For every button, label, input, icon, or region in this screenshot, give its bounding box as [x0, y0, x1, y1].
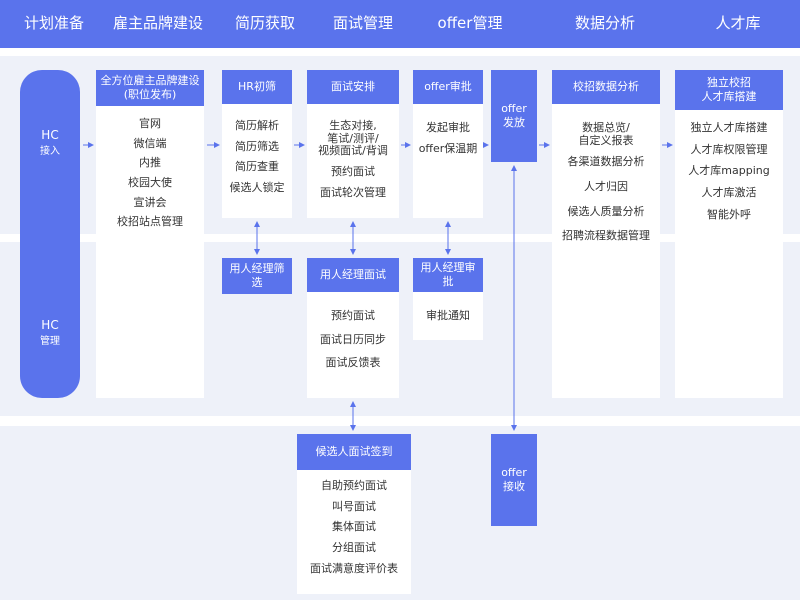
list-item: 叫号面试	[332, 499, 376, 513]
list-item: 面试满意度评价表	[310, 561, 398, 575]
phase-talent-pool: 人才库	[715, 14, 761, 32]
list-item: 预约面试	[331, 164, 375, 178]
checkin-header: 候选人面试签到	[297, 434, 411, 470]
list-item: 人才库mapping	[688, 164, 770, 178]
talent-items: 独立人才库搭建 人才库权限管理 人才库mapping 人才库激活 智能外呼	[675, 121, 783, 221]
offer-manager-items: 审批通知	[413, 309, 483, 323]
offer-manager-header: 用人经理审批	[413, 258, 483, 292]
interview-manager-header: 用人经理面试	[307, 258, 399, 292]
list-item: 独立人才库搭建	[690, 121, 768, 134]
hr-header: HR初筛	[222, 70, 292, 104]
talent-header: 独立校招 人才库搭建	[675, 70, 783, 110]
phase-header-bar	[0, 0, 800, 48]
phase-brand: 雇主品牌建设	[112, 14, 203, 32]
list-item: 候选人质量分析	[567, 204, 645, 218]
interview-items: 生态对接, 笔试/测评/ 视频面试/背调 预约面试 面试轮次管理	[307, 119, 399, 199]
list-item: 宣讲会	[133, 195, 167, 209]
list-item: 内推	[139, 156, 161, 170]
offer-send-block: offer 发放	[491, 70, 537, 162]
phase-offer: offer管理	[437, 14, 503, 32]
brand-items: 官网 微信端 内推 校园大使 宣讲会 校招站点管理	[96, 117, 204, 229]
list-item: 发起审批	[426, 121, 470, 134]
list-item: 面试反馈表	[325, 356, 381, 370]
interview-header: 面试安排	[307, 70, 399, 104]
brand-header: 全方位雇主品牌建设 (职位发布)	[96, 70, 204, 106]
list-item: 人才库激活	[701, 185, 757, 199]
offer-send-line1: offer	[501, 101, 527, 115]
list-item: 智能外呼	[707, 207, 751, 221]
list-item: offer保温期	[418, 141, 478, 155]
offer-receive-line2: 接收	[503, 480, 525, 493]
list-item: 审批通知	[426, 309, 470, 322]
list-item: 微信端	[133, 136, 167, 150]
hc-pill: HC 接入 HC 管理	[20, 70, 80, 398]
list-item: 面试轮次管理	[320, 185, 386, 199]
list-item: 官网	[139, 117, 161, 130]
offer-receive-block: offer 接收	[491, 434, 537, 526]
hc-manage-label: HC	[41, 318, 59, 332]
list-item: 简历筛选	[235, 139, 279, 153]
offer-approval-header: offer审批	[413, 70, 483, 104]
analysis-header: 校招数据分析	[552, 70, 660, 104]
hc-manage-sub: 管理	[40, 336, 60, 347]
list-item: 人才库权限管理	[690, 142, 768, 156]
list-item: 校园大使	[128, 175, 172, 189]
list-item: 各渠道数据分析	[567, 155, 645, 169]
talent-header-text: 独立校招 人才库搭建	[701, 76, 757, 103]
hr-manager-screening: 用人经理筛选	[222, 258, 292, 294]
analysis-panel	[552, 70, 660, 398]
list-item: 自助预约面试	[321, 479, 387, 492]
list-item: 校招站点管理	[117, 215, 183, 229]
list-item: 简历查重	[235, 160, 279, 174]
interview-manager-items: 预约面试 面试日历同步 面试反馈表	[307, 309, 399, 370]
talent-panel	[675, 70, 783, 398]
hc-access-sub: 接入	[40, 146, 60, 157]
phase-analysis: 数据分析	[574, 14, 635, 32]
list-item: 生态对接, 笔试/测评/ 视频面试/背调	[318, 119, 388, 158]
list-item: 集体面试	[332, 520, 376, 534]
phase-plan: 计划准备	[23, 14, 84, 32]
offer-send-line2: 发放	[503, 116, 525, 129]
hc-access-label: HC	[41, 128, 59, 142]
offer-receive-line1: offer	[501, 465, 527, 479]
list-item: 候选人锁定	[229, 180, 285, 194]
brand-header-text: 全方位雇主品牌建设 (职位发布)	[100, 74, 200, 101]
checkin-items: 自助预约面试 叫号面试 集体面试 分组面试 面试满意度评价表	[297, 479, 411, 575]
list-item: 招聘流程数据管理	[562, 229, 650, 243]
analysis-items: 数据总览/ 自定义报表 各渠道数据分析 人才归因 候选人质量分析 招聘流程数据管…	[552, 121, 660, 243]
hr-items: 简历解析 简历筛选 简历查重 候选人锁定	[222, 119, 292, 195]
list-item: 人才归因	[584, 179, 628, 193]
phase-interview: 面试管理	[332, 14, 393, 32]
offer-approval-items: 发起审批 offer保温期	[413, 121, 483, 155]
list-item: 数据总览/ 自定义报表	[578, 121, 634, 147]
list-item: 简历解析	[235, 119, 279, 132]
list-item: 分组面试	[332, 540, 376, 554]
brand-panel	[96, 70, 204, 398]
phase-resume: 简历获取	[234, 14, 295, 32]
list-item: 预约面试	[331, 309, 375, 322]
list-item: 面试日历同步	[320, 332, 386, 346]
